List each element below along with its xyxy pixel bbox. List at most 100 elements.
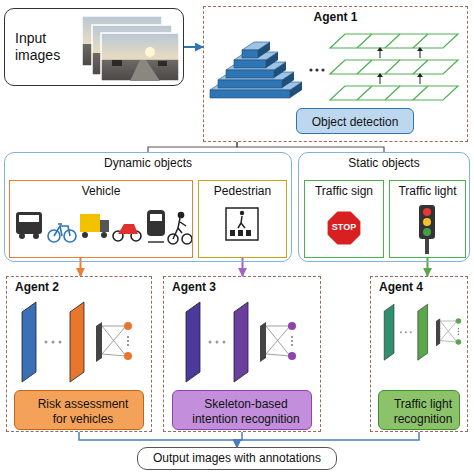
node-text: Traffic light [390,181,465,198]
input-photos [158,61,167,66]
network-icon [288,352,296,360]
network-icon [102,354,126,356]
output-box: Output images with annotations [137,447,337,470]
bus-icon [16,212,42,239]
network-icon [410,331,412,333]
category-box: Pedestrian [198,180,287,258]
plane-arrows [377,47,383,51]
network-icon [124,352,132,360]
pyramid-network [242,50,258,58]
feature-planes [385,34,400,48]
network-icon [291,336,293,338]
motorcycle-icon [113,224,141,241]
bicycle-icon [54,226,70,236]
ellipsis-dots [321,68,324,71]
group-box: Static objectsTraffic sign Traffic light [298,152,470,262]
network-icon [458,331,459,332]
connector-arrow [184,46,203,48]
traffic-light-icon [425,238,429,254]
task-label: Traffic light recognition [378,390,460,430]
feature-planes [357,34,372,48]
cyclist-icon [182,234,192,244]
network-icon [216,341,219,344]
truck-icon [82,232,88,238]
plane-arrows [417,73,423,77]
pyramid-network [274,62,286,78]
input-photos [82,16,179,81]
feature-planes [385,60,400,74]
train-icon [150,214,162,221]
pyramid-network [258,42,270,58]
network-icon [260,322,266,362]
network-icon [266,326,290,356]
pyramid-network [290,82,302,98]
node-text: Pedestrian [199,181,286,198]
network-icon [124,322,132,330]
crosswalk-icon [238,230,243,236]
input-photos [112,60,122,66]
network-icon [405,331,407,333]
ellipsis-dots [309,68,312,71]
network-icon [22,302,36,382]
network-icon [186,302,296,382]
network-icon [209,341,212,344]
network-icon [266,326,290,356]
network-icon [440,321,457,342]
input-box: Input images [4,8,184,86]
network-icon [102,326,126,327]
input-photos [145,47,155,57]
truck-icon [80,214,109,238]
input-photos [101,33,179,81]
network-icon [223,341,226,344]
network-icon [127,340,129,342]
node-text: Agent 3 [164,277,320,294]
network-icon [418,304,428,360]
train-icon [147,210,165,242]
agent-box: Agent 3 Skeleton-based intention recognit… [163,276,321,432]
node-text: Agent 2 [7,277,151,294]
input-photos [130,60,160,81]
network-icon [186,302,200,382]
plane-arrows [380,50,381,58]
plane-arrows [377,73,383,77]
cyclist-icon [178,212,183,217]
truck-icon [80,214,100,232]
plane-arrows [420,50,421,58]
feature-planes [413,34,428,48]
node-text: Input images [15,30,75,64]
feature-planes [413,60,428,74]
connector-arrow [427,258,429,276]
plane-arrows [420,76,421,84]
node-text: Risk assessment for vehicles [21,394,137,426]
feature-planes [385,86,400,100]
motorcycle-icon [118,224,138,234]
network-icon [440,321,457,322]
feature-planes [330,34,458,48]
pyramid-network [218,80,282,88]
node-text: Output images with annotations [153,451,321,465]
category-box: Vehicle [9,180,193,258]
pyramid-network [266,52,278,68]
cyclist-icon [178,218,182,233]
node-text: Skeleton-based intention recognition [179,394,305,426]
category-box: Traffic sign [304,180,384,258]
plane-arrows [377,47,423,84]
feature-planes [330,86,458,100]
node-text: Dynamic objects [5,153,291,170]
feature-planes [413,86,428,100]
sign-label: STOP [326,222,362,233]
stop-sign [327,211,361,245]
node-text: Static objects [299,153,469,170]
network-icon [291,340,293,342]
ellipsis-dots [309,68,324,71]
connector-arrow [80,258,82,276]
crosswalk-icon [230,230,235,236]
plane-arrows [380,76,381,84]
pyramid-network [282,72,294,88]
connector-arrow [148,142,237,152]
network-icon [288,322,296,330]
crosswalk-icon [226,208,258,240]
task-label: Object detection [296,108,414,134]
train-icon [148,241,164,243]
train-icon [147,210,165,236]
